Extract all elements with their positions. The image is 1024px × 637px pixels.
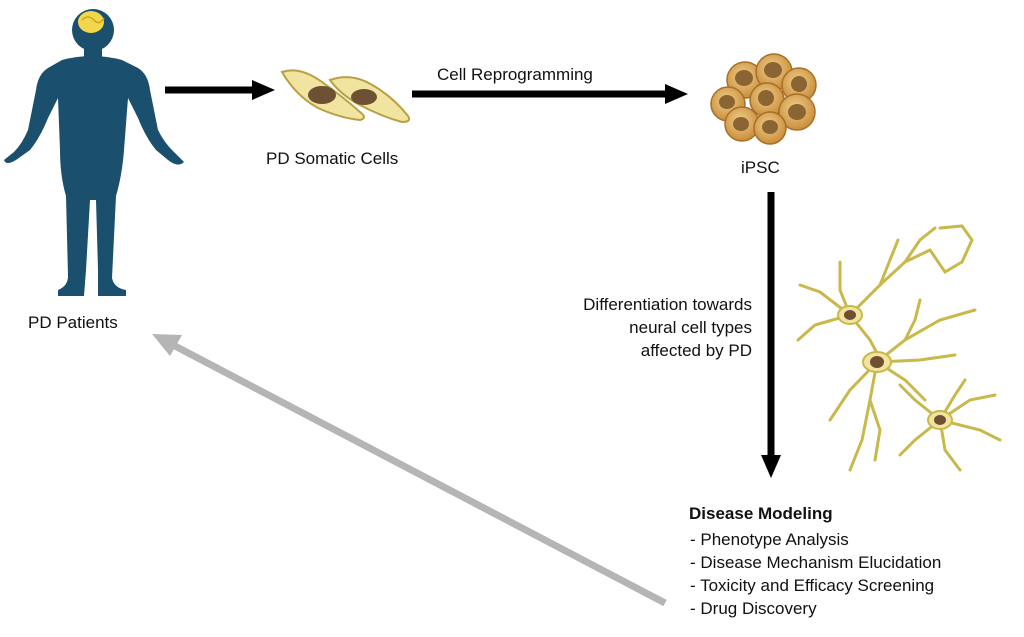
ipsc-colony-icon bbox=[710, 53, 817, 145]
brain-fold-icon bbox=[81, 16, 105, 24]
patients-label: PD Patients bbox=[28, 313, 118, 332]
neuron-bodies bbox=[837, 305, 953, 430]
list-item: - Disease Mechanism Elucidation bbox=[690, 553, 942, 572]
differentiation-line: affected by PD bbox=[640, 341, 752, 360]
disease-modeling-block: Disease Modeling - Phenotype Analysis - … bbox=[689, 502, 941, 620]
differentiation-line: Differentiation towards bbox=[583, 295, 752, 314]
list-item: - Toxicity and Efficacy Screening bbox=[690, 576, 935, 595]
arrow-reprogramming bbox=[412, 84, 688, 104]
differentiation-line: neural cell types bbox=[629, 318, 752, 337]
list-item: - Drug Discovery bbox=[690, 599, 817, 618]
arrow-back-to-patients bbox=[152, 334, 667, 607]
arrow-differentiation bbox=[761, 192, 781, 478]
neurons-icon bbox=[796, 224, 1002, 472]
somatic-cells-icon bbox=[280, 69, 411, 124]
brain-icon bbox=[78, 11, 104, 33]
reprogramming-label: Cell Reprogramming bbox=[437, 65, 593, 84]
somatic-cells-label: PD Somatic Cells bbox=[266, 149, 399, 168]
arrow-to-somatic bbox=[165, 80, 275, 100]
list-item: - Phenotype Analysis bbox=[690, 530, 849, 549]
patient-figure-icon bbox=[4, 9, 184, 296]
disease-modeling-list: - Phenotype Analysis - Disease Mechanism… bbox=[690, 528, 941, 620]
ipsc-label: iPSC bbox=[741, 158, 780, 177]
differentiation-text: Differentiation towards neural cell type… bbox=[583, 293, 752, 362]
disease-modeling-title: Disease Modeling bbox=[689, 504, 833, 523]
